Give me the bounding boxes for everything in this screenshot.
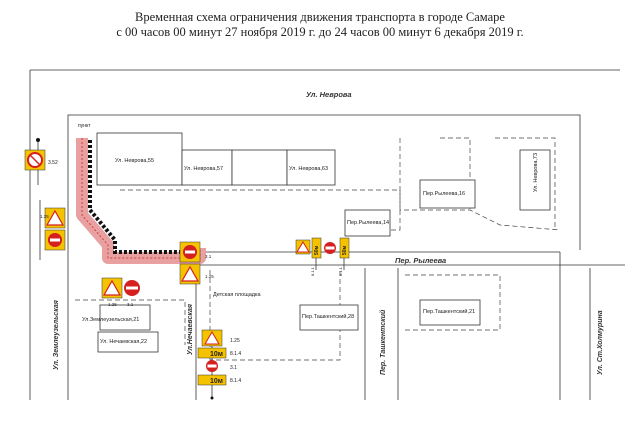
label-b22: Ул. Нечаевская,22 — [100, 339, 147, 345]
street-kholmogorka: Ул. Ст.Холмурина — [597, 310, 604, 375]
distance-panel-r2 — [339, 237, 350, 259]
building-57 — [181, 149, 233, 186]
street-names: Ул. Неврова Пер. Рылеева Ул. Землеузельс… — [53, 90, 604, 375]
distance-10m-1: 10м — [210, 351, 223, 358]
street-zemlyanka: Ул. Землеузельская — [53, 300, 60, 370]
lot-line-4 — [495, 137, 556, 230]
distance-panel-b1 — [197, 347, 227, 359]
post-bottom-dot — [210, 396, 214, 400]
building-73 — [519, 149, 551, 211]
sign-group-bottom: 10м 10м 1.25 8.1.4 3.1 8.1.4 — [197, 329, 241, 400]
sign-code-31-b: 3.1 — [230, 365, 237, 371]
sign-code-31-mid: 3.1 — [127, 302, 134, 307]
stop-bar-left — [50, 238, 60, 242]
label-b55: Ул. Неврова,55 — [115, 158, 154, 164]
label-punkt: пункт — [78, 123, 91, 129]
sign-code-125-mid: 1.25 — [108, 302, 117, 307]
building-63 — [286, 149, 336, 186]
distance-50m-1: 50м — [314, 245, 320, 255]
street-tashkentsky: Пер. Ташкентский — [379, 309, 387, 375]
roadwork-icon-r — [296, 241, 310, 253]
distance-50m-2: 50м — [342, 245, 348, 255]
sign-code-814-b1: 8.1.4 — [230, 351, 241, 357]
work-zone-border — [81, 138, 201, 259]
building-zemlyanka-21 — [99, 304, 151, 331]
label-b21b: Пер.Ташкентский,21 — [423, 308, 475, 315]
sign-352-code: 3.52 — [48, 160, 58, 166]
building-55 — [96, 132, 183, 186]
distance-panel-b2 — [197, 374, 227, 386]
block-outline — [67, 114, 581, 400]
lot-line-7 — [75, 299, 186, 345]
sign-group-mid: 1.25 3.1 — [101, 277, 140, 307]
lot-line-6 — [405, 274, 501, 331]
label-b73: Ул. Неврова,73 — [533, 153, 539, 192]
sign-code-811-r: 8.1.1 — [310, 266, 315, 276]
sign-code-125-b: 1.25 — [230, 338, 240, 344]
road-outlines — [29, 69, 625, 400]
sign-352: 3.52 — [24, 138, 58, 185]
sign-code-811-r2: 8.1.1 — [338, 266, 343, 276]
building-ryleeva-14 — [344, 209, 391, 237]
no-entry-bar — [29, 154, 41, 166]
stop-bar-r — [325, 246, 335, 250]
stop-bar-n — [185, 250, 195, 254]
sign-group-nechaevskaya: 3.1 1.25 — [179, 241, 214, 285]
sign-code-125-left: 1.25 — [40, 214, 49, 219]
building-ryleeva-16 — [419, 179, 476, 209]
lot-line-3 — [440, 137, 471, 210]
label-b57: Ул. Неврова,57 — [184, 166, 223, 172]
trench-line — [88, 140, 195, 254]
building-59 — [231, 149, 288, 186]
label-b21a: Ул.Землеузельская,21 — [82, 317, 139, 323]
building-tashkent-28 — [299, 304, 359, 331]
roadwork-icon-b — [204, 331, 220, 345]
street-nechaevskaya: Ул.Нечаевская — [187, 304, 194, 355]
sign-code-814-b2: 8.1.4 — [230, 378, 241, 384]
distance-panel-r1 — [311, 237, 322, 259]
street-ryleeva: Пер. Рылеева — [395, 256, 446, 265]
stop-bar-b — [207, 364, 217, 368]
street-nevrova: Ул. Неврова — [306, 90, 352, 99]
label-b14: Пер.Рылеева,14 — [347, 220, 389, 226]
roadwork-icon-left — [45, 209, 65, 226]
lot-line-1 — [120, 189, 561, 231]
sign-group-left: 1.25 — [39, 200, 66, 260]
building-tashkent-21 — [419, 299, 481, 326]
roadwork-icon-n — [180, 265, 200, 282]
stop-bar-mid — [126, 286, 138, 290]
map-title: Временная схема ограничения движения тра… — [0, 10, 640, 40]
sign-code-31-n: 3.1 — [205, 254, 212, 259]
label-b28: Пер.Ташкентский,28 — [302, 313, 354, 320]
label-b63: Ул. Неврова,63 — [289, 166, 328, 172]
label-detskaya: Детская площадка — [213, 292, 262, 298]
buildings — [96, 132, 551, 353]
label-b16: Пер.Рылеева,16 — [423, 191, 465, 197]
sign-group-ryleeva: 50м 50м 8.1.1 8.1.1 — [295, 237, 350, 276]
sign-post-dot — [36, 138, 40, 142]
building-labels: Ул. Неврова,55 Ул. Неврова,57 Ул. Невров… — [82, 153, 539, 345]
title-line-2: с 00 часов 00 минут 27 ноября 2019 г. до… — [116, 25, 524, 39]
distance-10m-2: 10м — [210, 378, 223, 385]
sign-code-125-n: 1.25 — [205, 274, 214, 279]
building-nechaevskaya-22 — [97, 331, 159, 353]
title-line-1: Временная схема ограничения движения тра… — [135, 10, 505, 24]
roadwork-icon-mid — [102, 279, 122, 296]
